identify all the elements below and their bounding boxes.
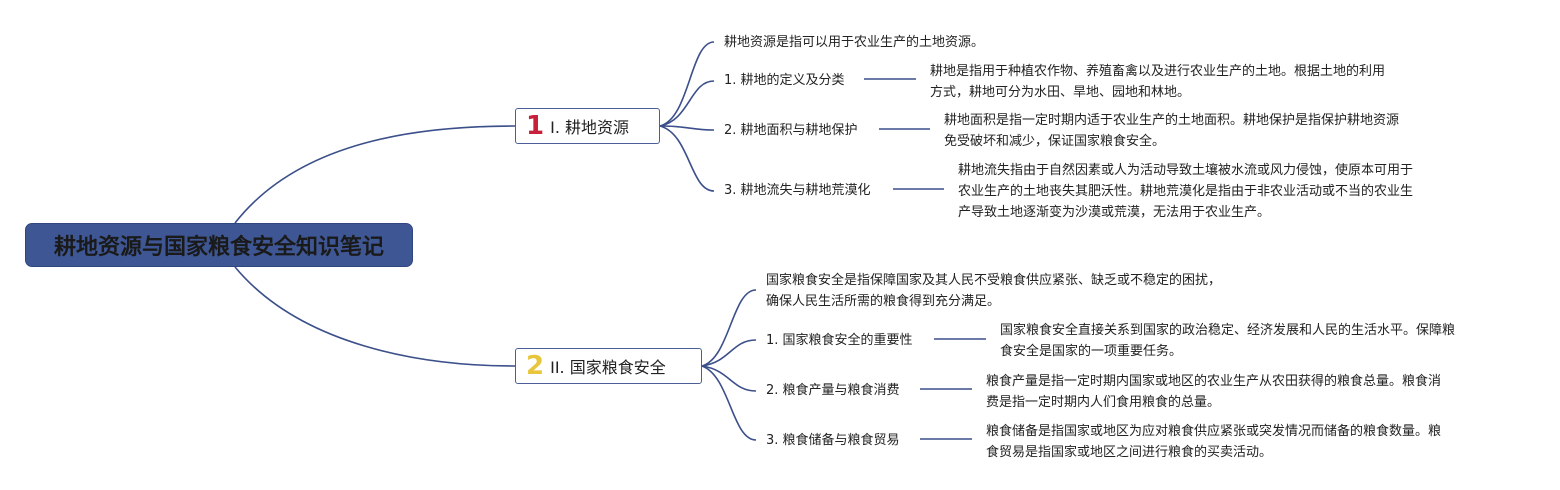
text-line: 方式，耕地可分为水田、旱地、园地和林地。 (930, 85, 1191, 100)
branch-2-intro: 国家粮食安全是指保障国家及其人民不受粮食供应紧张、缺乏或不稳定的困扰， 确保人民… (766, 270, 1221, 312)
text-line: 粮食产量是指一定时期内国家或地区的农业生产从农田获得的粮食总量。粮食消 (986, 374, 1442, 389)
branch-1-item-2-label[interactable]: 2. 耕地面积与耕地保护 (724, 123, 858, 138)
branch-1-item-3-text: 耕地流失指由于自然因素或人为活动导致土壤被水流或风力侵蚀，使原本可用于 农业生产… (958, 160, 1413, 223)
text-line: 食贸易是指国家或地区之间进行粮食的买卖活动。 (986, 445, 1273, 460)
branch-2-item-1-label[interactable]: 1. 国家粮食安全的重要性 (766, 333, 913, 348)
b1-to-intro (659, 41, 715, 127)
text-line: 确保人民生活所需的粮食得到充分满足。 (766, 294, 1001, 309)
text-line: 粮食储备是指国家或地区为应对粮食供应紧张或突发情况而储备的粮食数量。粮 (986, 424, 1442, 439)
text-line: 免受破坏和减少，保证国家粮食安全。 (944, 134, 1166, 149)
text-line: 国家粮食安全是指保障国家及其人民不受粮食供应紧张、缺乏或不稳定的困扰， (766, 273, 1222, 288)
branch-1-item-3-label[interactable]: 3. 耕地流失与耕地荒漠化 (724, 183, 871, 198)
number-1-icon: 1 (526, 111, 545, 141)
branch-title: I. 耕地资源 (550, 118, 629, 137)
number-2-icon: 2 (526, 351, 545, 381)
branch-1-intro: 耕地资源是指可以用于农业生产的土地资源。 (724, 35, 985, 50)
b1-to-item-2 (659, 125, 715, 131)
root-node[interactable]: 耕地资源与国家粮食安全知识笔记 (25, 223, 413, 267)
text-line: 费是指一定时期内人们食用粮食的总量。 (986, 395, 1221, 410)
text-line: 耕地面积是指一定时期内适于农业生产的土地面积。耕地保护是指保护耕地资源 (944, 113, 1400, 128)
text-line: 产导致土地逐渐变为沙漠或荒漠，无法用于农业生产。 (958, 205, 1271, 220)
b2-to-intro (701, 289, 757, 367)
text-line: 食安全是国家的一项重要任务。 (1000, 344, 1183, 359)
branch-2-item-2-label[interactable]: 2. 粮食产量与粮食消费 (766, 383, 900, 398)
b2-to-item-3 (701, 365, 757, 441)
branch-2-item-2-text: 粮食产量是指一定时期内国家或地区的农业生产从农田获得的粮食总量。粮食消 费是指一… (986, 371, 1441, 413)
text-line: 农业生产的土地丧失其肥沃性。耕地荒漠化是指由于非农业活动或不当的农业生 (958, 184, 1414, 199)
root-to-branch-1 (234, 125, 516, 224)
text-line: 耕地流失指由于自然因素或人为活动导致土壤被水流或风力侵蚀，使原本可用于 (958, 163, 1414, 178)
text-line: 耕地是指用于种植农作物、养殖畜禽以及进行农业生产的土地。根据土地的利用 (930, 64, 1386, 79)
branch-1-item-1-text: 耕地是指用于种植农作物、养殖畜禽以及进行农业生产的土地。根据土地的利用 方式，耕… (930, 61, 1385, 103)
branch-node-2[interactable]: 2 II. 国家粮食安全 (515, 348, 702, 384)
b1-to-item-1 (659, 80, 715, 127)
b1-to-item-3 (659, 125, 715, 192)
root-to-branch-2 (234, 266, 516, 367)
branch-title: II. 国家粮食安全 (550, 358, 666, 377)
b2-to-item-1 (701, 339, 757, 367)
b2-to-item-2 (701, 365, 757, 392)
text-line: 国家粮食安全直接关系到国家的政治稳定、经济发展和人民的生活水平。保障粮 (1000, 323, 1456, 338)
branch-2-item-1-text: 国家粮食安全直接关系到国家的政治稳定、经济发展和人民的生活水平。保障粮 食安全是… (1000, 320, 1455, 362)
branch-node-1[interactable]: 1 I. 耕地资源 (515, 108, 660, 144)
branch-2-item-3-text: 粮食储备是指国家或地区为应对粮食供应紧张或突发情况而储备的粮食数量。粮 食贸易是… (986, 421, 1441, 463)
branch-2-item-3-label[interactable]: 3. 粮食储备与粮食贸易 (766, 433, 900, 448)
root-title: 耕地资源与国家粮食安全知识笔记 (53, 235, 384, 260)
branch-1-item-1-label[interactable]: 1. 耕地的定义及分类 (724, 73, 845, 88)
branch-1-item-2-text: 耕地面积是指一定时期内适于农业生产的土地面积。耕地保护是指保护耕地资源 免受破坏… (944, 110, 1399, 152)
